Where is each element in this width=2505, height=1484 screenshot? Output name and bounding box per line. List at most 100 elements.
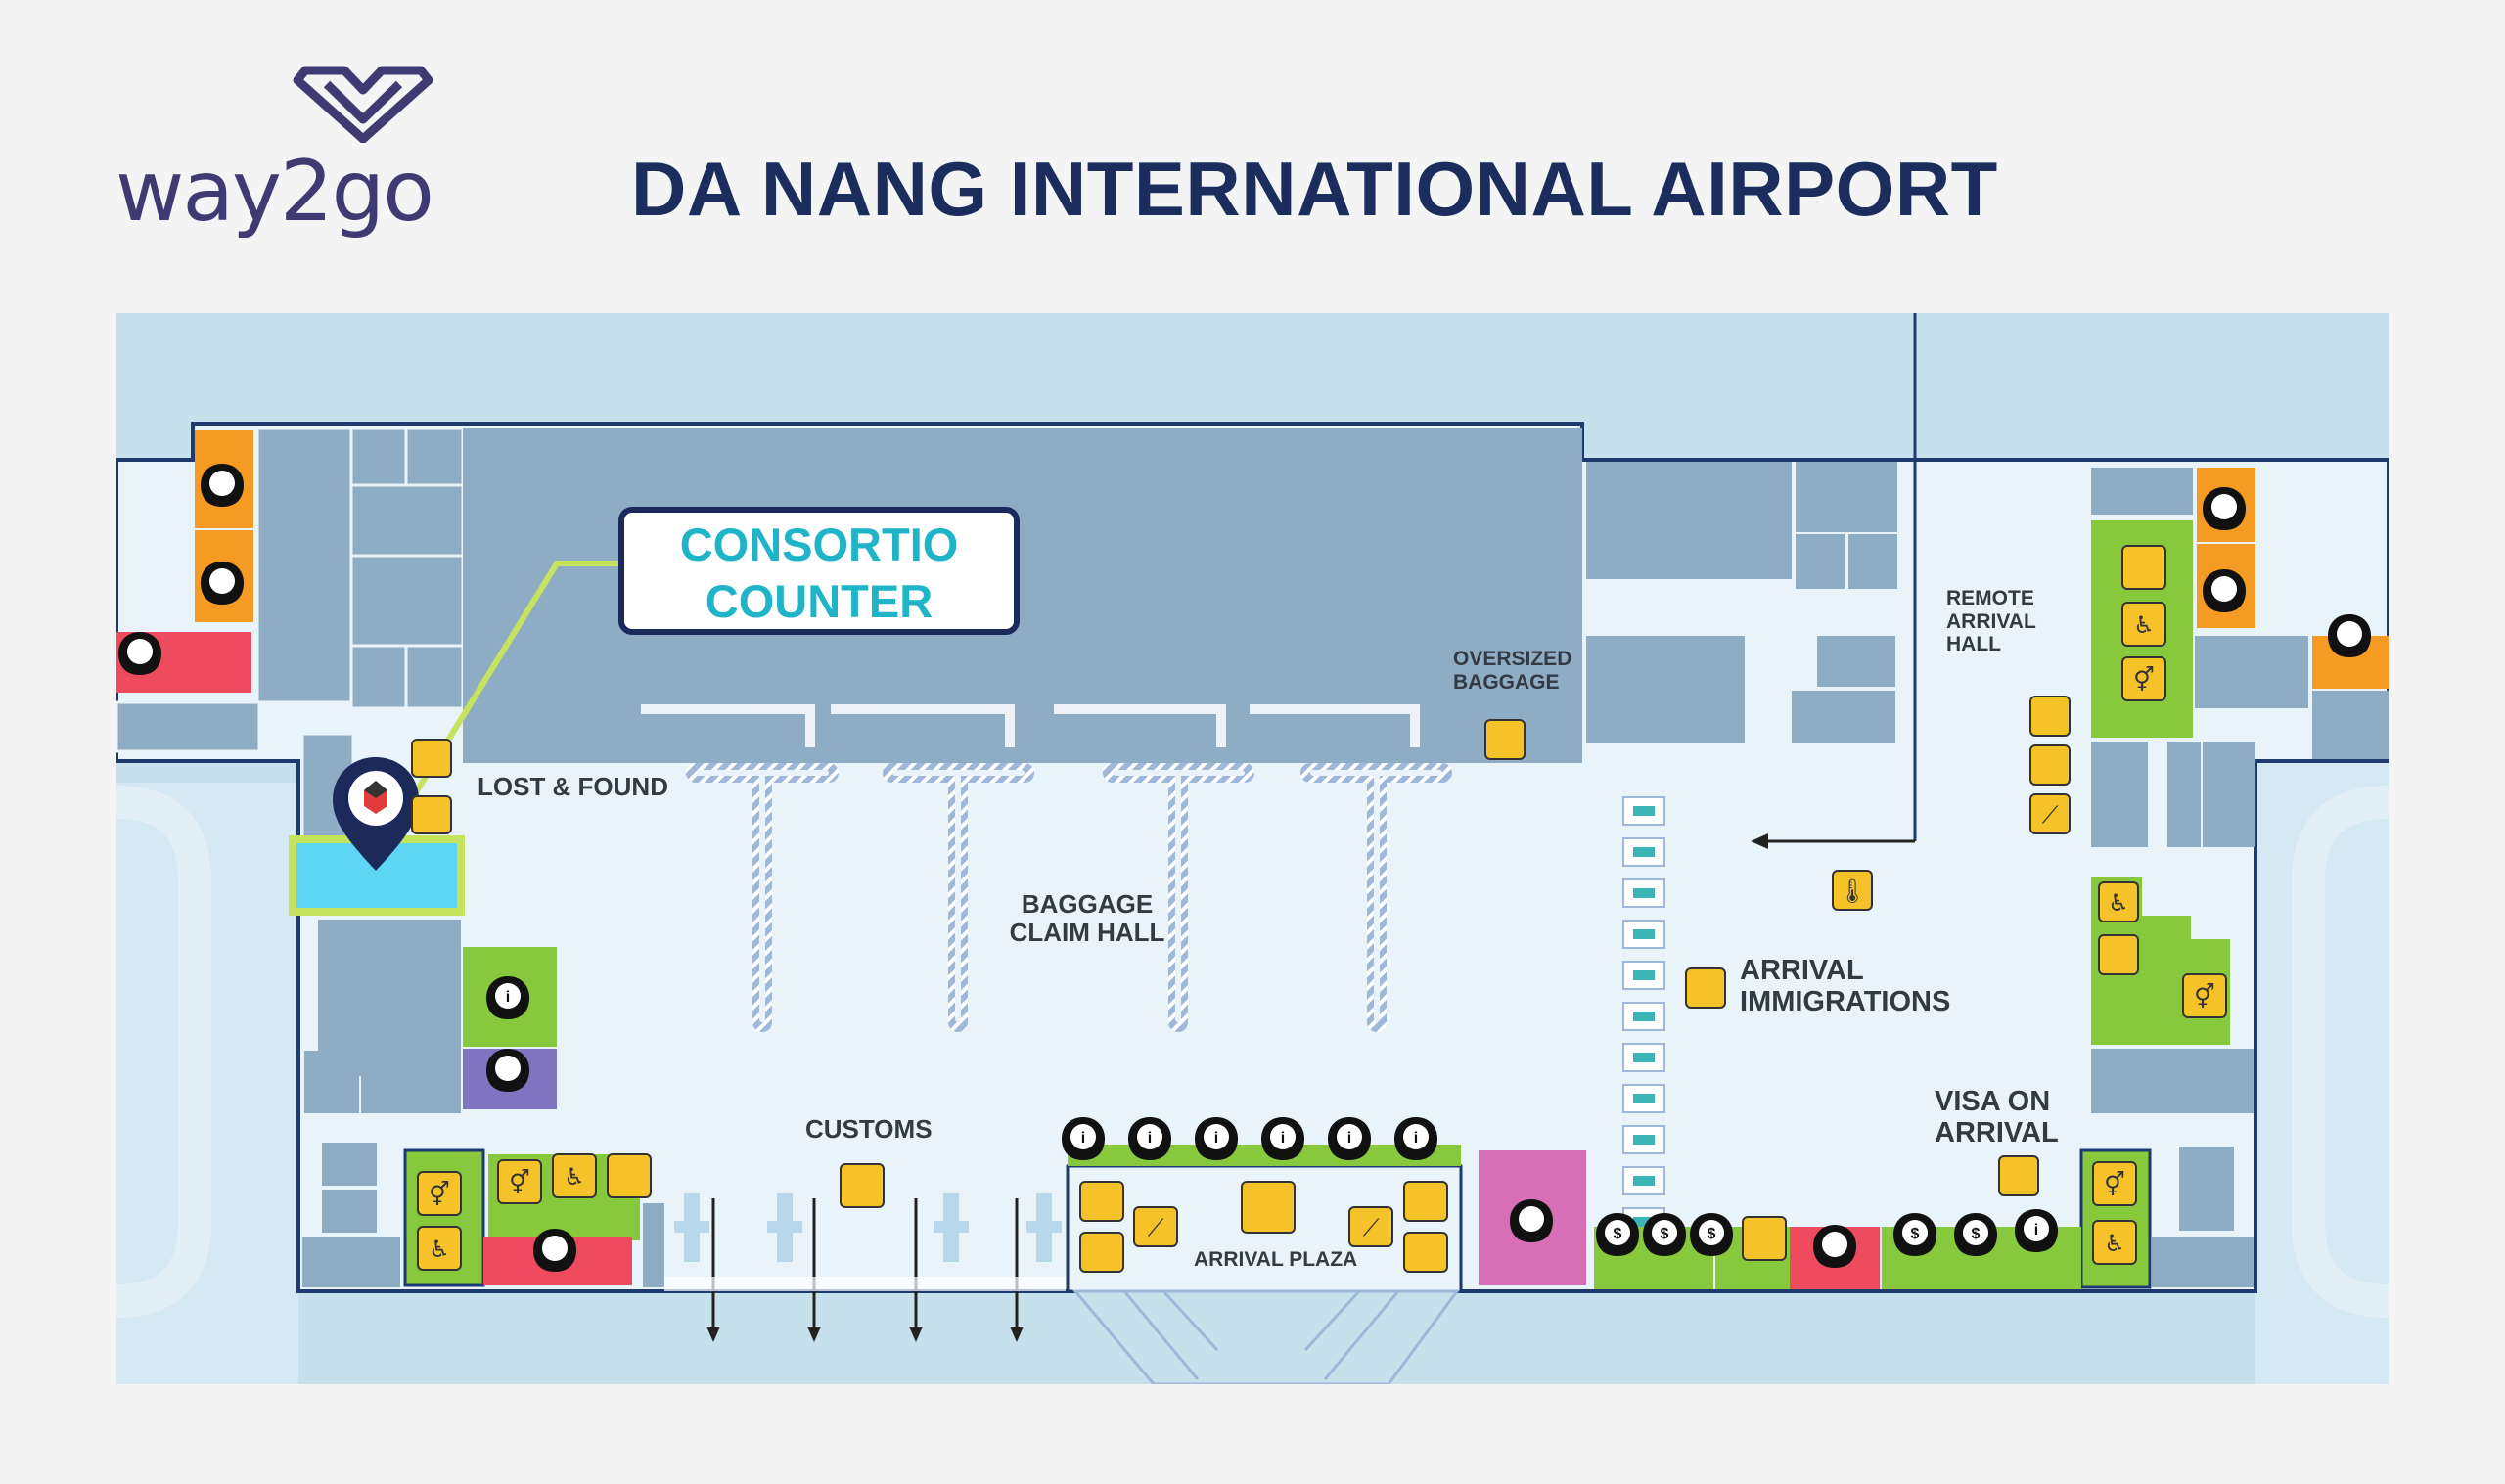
label-baggage-line1: BAGGAGE [1021,889,1154,919]
svg-text:♿: ♿ [2133,611,2155,639]
immigration-icon [1685,967,1726,1009]
currency-exchange-icon [1742,1216,1787,1261]
office-block-low-left-a [304,1051,359,1113]
label-remote-line1: REMOTE [1946,587,2034,609]
customs-exit-arrows [711,1198,1019,1330]
label-customs: CUSTOMS [805,1114,933,1144]
remote-arrow-head [1751,833,1768,849]
immigration-icon [1998,1155,2039,1196]
label-oversized-baggage: OVERSIZED BAGGAGE [1453,648,1571,694]
stairs-icon [1348,1206,1393,1247]
block-bottom-left-c [302,1237,400,1287]
wheelchair-icon [2098,881,2139,922]
stairs-icon [1133,1206,1178,1247]
svg-text:♿: ♿ [564,1163,585,1191]
baby-care-icon [607,1153,652,1198]
svg-text:i: i [506,989,510,1006]
toilet-icon [497,1159,542,1204]
way2go-logo-mark-icon [293,66,433,143]
label-visa-on-arrival: VISA ON ARRIVAL [1935,1086,2059,1149]
page-title: DA NANG INTERNATIONAL AIRPORT [631,146,1998,232]
plaza-exit-ramp [1071,1289,1460,1384]
svg-text:i: i [1081,1130,1085,1147]
right-roadway [2292,786,2389,1318]
label-lost-found: LOST & FOUND [478,772,668,801]
wheelchair-icon [552,1153,597,1198]
label-immigrations-line2: IMMIGRATIONS [1740,986,1951,1018]
label-baggage-claim-hall: BAGGAGE CLAIM HALL [999,889,1175,948]
amenity-icons [411,545,2227,1273]
svg-text:⚥: ⚥ [429,1181,450,1208]
toilet-icon [417,1171,462,1216]
svg-text:⟋: ⟋ [2042,801,2059,829]
svg-text:i: i [1148,1130,1152,1147]
office-blocks-right [1586,462,2308,1287]
block-bottom-left-a [322,1143,377,1186]
label-baggage-line2: CLAIM HALL [1009,918,1165,948]
label-remote-line3: HALL [1946,633,2001,656]
customs-arrow-heads [706,1327,1024,1342]
svg-text:i: i [2034,1222,2038,1238]
toilet-icon [2182,973,2227,1018]
svg-text:$: $ [1972,1226,1981,1242]
wheelchair-icon [2121,602,2166,647]
escalator-icon [2029,744,2071,786]
pharmacy-pin-icon [1510,1199,1553,1242]
baby-care-icon [2121,545,2166,590]
luggage-icon [1484,719,1526,760]
toilet-icon [2092,1161,2137,1206]
atm-icon [1241,1181,1296,1234]
svg-text:⚥: ⚥ [509,1169,530,1196]
label-arrival-plaza: ARRIVAL PLAZA [1194,1248,1358,1271]
elevator-icon [1079,1181,1124,1222]
callout-line-1: CONSORTIO [679,518,959,570]
location-marker-icon [333,757,419,871]
label-visa-line1: VISA ON [1935,1086,2051,1117]
escalator-icon [1079,1232,1124,1273]
label-arrival-immigrations: ARRIVAL IMMIGRATIONS [1740,955,1950,1018]
svg-text:⟋: ⟋ [1148,1214,1164,1241]
label-oversized-line2: BAGGAGE [1453,670,1560,694]
map-drawing: $$$ $$ iii iii ii [116,313,2389,1384]
svg-text:⚥: ⚥ [2133,666,2155,694]
luggage-icon [411,795,452,834]
svg-text:i: i [1214,1130,1218,1147]
elevator-icon [1403,1181,1448,1222]
temperature-icon [1832,870,1873,911]
label-visa-line2: ARRIVAL [1935,1117,2059,1149]
escalator-icon [1403,1232,1448,1273]
svg-text:$: $ [1708,1226,1716,1242]
office-block-mid-left [318,920,461,1076]
svg-text:♿: ♿ [2104,1230,2125,1257]
baby-care-icon [2098,934,2139,975]
office-block-low-left-b [361,1051,461,1113]
callout-line-2: COUNTER [705,575,934,627]
svg-text:i: i [1281,1130,1285,1147]
svg-text:$: $ [1911,1226,1920,1242]
left-roadway [116,786,211,1318]
svg-text:🌡: 🌡 [1838,877,1867,905]
svg-text:⚥: ⚥ [2104,1171,2125,1198]
svg-text:$: $ [1661,1226,1669,1242]
plaza-exit-lines [1122,1289,1400,1380]
wheelchair-icon [417,1226,462,1271]
toilet-icon [2121,656,2166,701]
flower-pin-icon [486,1049,529,1092]
immigration-booth-marks [1633,806,1655,1227]
svg-text:⚥: ⚥ [2194,983,2215,1011]
svg-text:♿: ♿ [2108,889,2129,917]
svg-text:$: $ [1614,1226,1622,1242]
elevator-icon [2029,696,2071,737]
office-right-edge [2312,691,2389,759]
customs-scanners [674,1193,1062,1262]
consortio-counter-callout: CONSORTIO COUNTER [618,507,1020,635]
svg-text:i: i [1347,1130,1351,1147]
belt-feed-ducts [641,704,1420,747]
remote-top-fill [1917,313,2389,458]
label-immigrations-line1: ARRIVAL [1740,955,1864,986]
svg-text:⟋: ⟋ [1363,1214,1380,1241]
way2go-logo: way2go [115,65,448,241]
immigration-icon [840,1163,885,1208]
brand-name: way2go [115,143,434,241]
